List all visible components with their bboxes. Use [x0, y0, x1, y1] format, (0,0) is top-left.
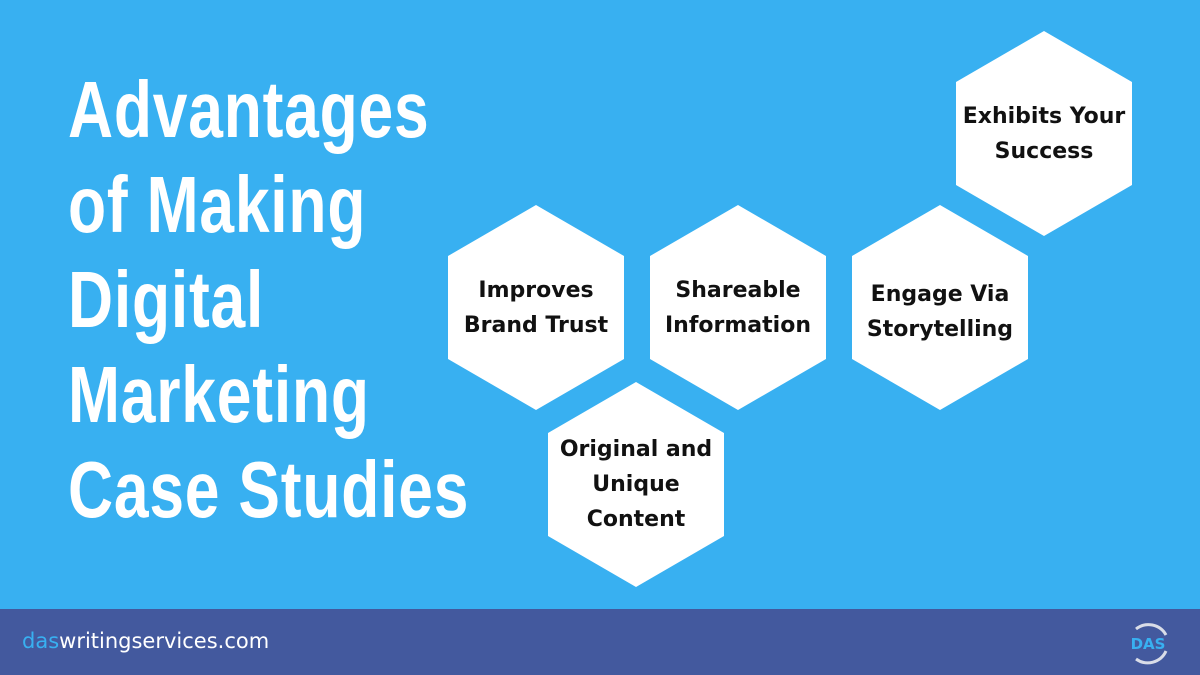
title-line: of Making [68, 160, 367, 249]
hexagon-label: Shareable Information [665, 277, 811, 338]
page-title: Advantages of Making Digital Marketing C… [68, 62, 469, 537]
hexagon-exhibits-success: Exhibits Your Success [956, 31, 1132, 236]
hexagon-label: Improves Brand Trust [463, 277, 609, 338]
website-link[interactable]: daswritingservices.com [22, 629, 269, 653]
hexagon-shape [956, 31, 1132, 236]
title-line: Marketing [68, 350, 370, 439]
footer: daswritingservices.com DAS [0, 609, 1200, 675]
svg-text:DAS: DAS [1131, 635, 1166, 653]
hexagon-shape [852, 205, 1028, 410]
title-line: Case Studies [68, 445, 470, 534]
hexagon-shape [548, 382, 724, 587]
hexagon-shape [650, 205, 826, 410]
hexagon-label: Exhibits Your Success [962, 103, 1126, 164]
site-accent: das [22, 629, 60, 653]
site-rest: writingservices.com [59, 629, 270, 653]
hexagon-label: Engage Via Storytelling [866, 281, 1014, 342]
hexagon-original-content: Original and Unique Content [548, 382, 724, 587]
hexagon-shareable: Shareable Information [650, 205, 826, 410]
hexagon-storytelling: Engage Via Storytelling [852, 205, 1028, 410]
hexagon-label: Original and Unique Content [559, 437, 713, 532]
hexagon-brand-trust: Improves Brand Trust [448, 205, 624, 410]
hexagon-shape [448, 205, 624, 410]
title-line: Advantages [68, 65, 430, 154]
das-logo-icon: DAS [1131, 623, 1168, 665]
title-line: Digital [68, 255, 265, 344]
